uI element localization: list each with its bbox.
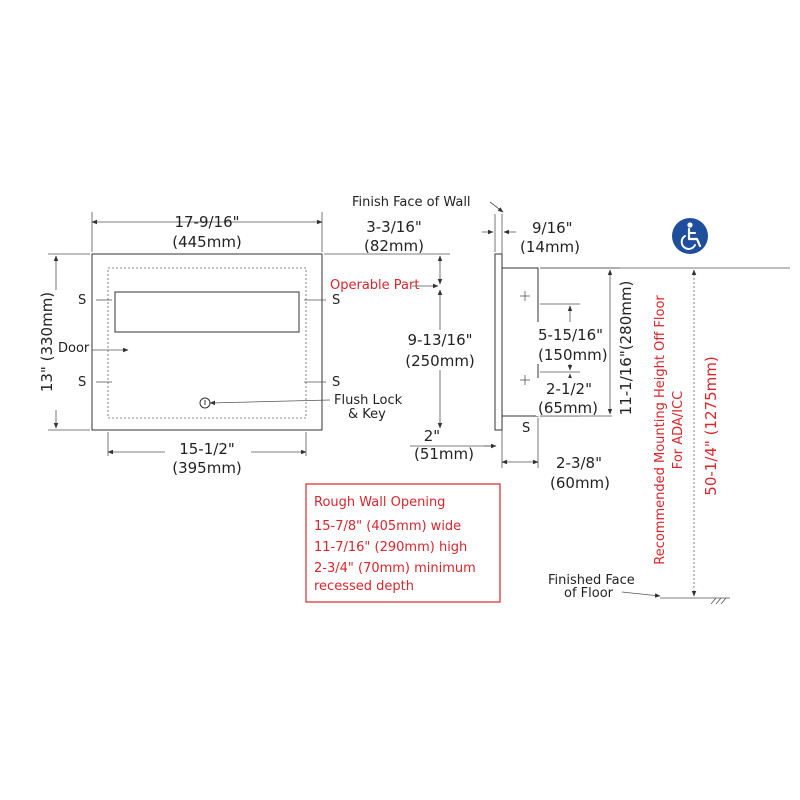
s-mark-side: S	[522, 421, 530, 436]
rough-opening-line-2: 11-7/16" (290mm) high	[314, 540, 467, 555]
depth-dim-text: 9/16"	[532, 219, 573, 237]
s-mark-right-bottom: S	[332, 375, 340, 390]
mid-offset-mm-text: (250mm)	[405, 352, 475, 370]
bottom-offset-mm-text: (51mm)	[414, 445, 474, 463]
inner-door-outline	[107, 267, 307, 419]
top-offset-mm-text: (82mm)	[364, 237, 424, 255]
flush-lock-label-1: Flush Lock	[334, 393, 403, 408]
s-mark-right-top: S	[332, 293, 340, 308]
mounting-line-2: For ADA/ICC	[671, 391, 686, 469]
mounting-height: Recommended Mounting Height Off Floor Fo…	[540, 218, 790, 605]
rough-opening-title: Rough Wall Opening	[314, 495, 445, 510]
rough-opening-box: Rough Wall Opening 15-7/8" (405mm) wide …	[305, 483, 501, 603]
inner-width-dim-mm-text: (395mm)	[172, 459, 242, 477]
width-dim-text: 17-9/16"	[174, 213, 239, 231]
wheelchair-accessibility-icon	[672, 218, 708, 254]
rough-opening-line-1: 15-7/8" (405mm) wide	[314, 519, 461, 534]
finish-face-wall-label: Finish Face of Wall	[352, 195, 471, 210]
outer-flange	[91, 253, 323, 431]
side-cabinet	[501, 267, 539, 417]
mounting-height-dim: 50-1/4" (1275mm)	[702, 356, 720, 495]
inner-width-dim-text: 15-1/2"	[179, 440, 235, 458]
top-offset-text: 3-3/16"	[366, 218, 422, 236]
seat-cover-slot	[114, 291, 300, 333]
s-mark-left-top: S	[78, 293, 86, 308]
depth-dim-mm-text: (14mm)	[520, 238, 580, 256]
bottom-offset-text: 2"	[424, 427, 440, 445]
mid-offset-text: 9-13/16"	[407, 331, 472, 349]
height-dim-text: 13" (330mm)	[38, 292, 56, 392]
front-view: 17-9/16" (445mm) 13" (330mm) Door S S S …	[32, 212, 340, 477]
dim-a-text: 5-15/16"	[538, 326, 603, 344]
operable-part-label: Operable Part	[330, 278, 419, 293]
rough-opening-line-3: 2-3/4" (70mm) minimum	[314, 561, 476, 576]
finished-floor-label-1: Finished Face	[548, 573, 635, 588]
mounting-line-1: Recommended Mounting Height Off Floor	[653, 295, 668, 565]
side-view: Finish Face of Wall 9/16" (14mm) 5-15/16…	[352, 195, 636, 492]
flush-lock-label-2: & Key	[348, 407, 386, 422]
callouts: Operable Part Flush Lock & Key 3-3/16" (…	[209, 218, 497, 463]
dim-b-mm-text: (65mm)	[538, 399, 598, 417]
recess-dim-text: 2-3/8"	[556, 454, 602, 472]
recess-dim-mm-text: (60mm)	[550, 474, 610, 492]
dim-a-mm-text: (150mm)	[538, 346, 608, 364]
rough-opening-line-4: recessed depth	[314, 579, 414, 594]
door-label: Door	[58, 341, 90, 356]
width-dim-mm-text: (445mm)	[172, 233, 242, 251]
side-flange	[494, 253, 503, 431]
overall-height-text: 11-1/16"(280mm)	[617, 281, 635, 416]
finished-floor-label-2: of Floor	[564, 586, 614, 601]
s-mark-left-bottom: S	[78, 375, 86, 390]
dim-b-text: 2-1/2"	[546, 380, 592, 398]
